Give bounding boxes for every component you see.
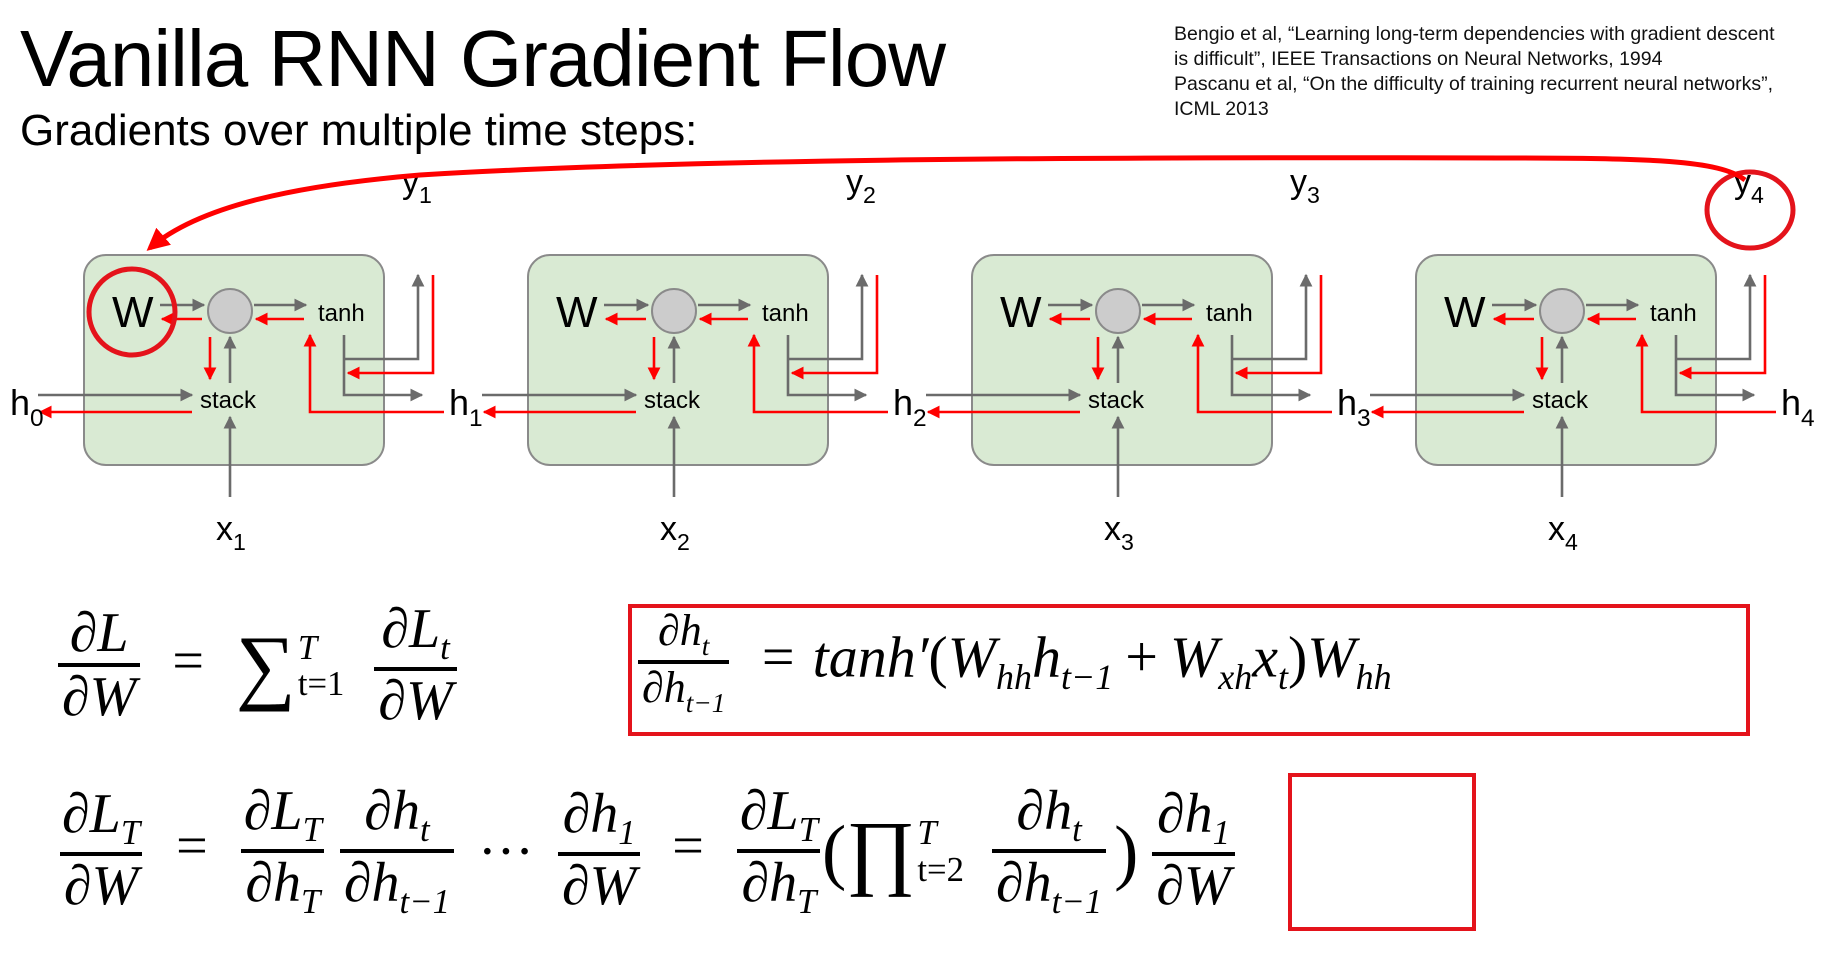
stack-label: stack — [1532, 387, 1589, 414]
citation-line: Bengio et al, “Learning long-term depend… — [1174, 23, 1775, 45]
weight-label: W — [1444, 288, 1486, 337]
fraction-dLT-dW: ∂LT ∂W — [58, 785, 144, 917]
highlight-box-local-jacobian — [628, 604, 1750, 736]
product-symbol: ∏ — [846, 805, 916, 898]
citation-line: is difficult”, IEEE Transactions on Neur… — [1174, 48, 1663, 70]
input-label: x1 — [216, 510, 246, 555]
stack-label: stack — [644, 387, 701, 414]
equals-sign: = — [672, 815, 704, 878]
backward-arrow — [790, 275, 879, 380]
fraction-dLT-dhT: ∂LT ∂hT — [736, 782, 822, 921]
equals-sign: = — [761, 624, 795, 690]
backward-arrow — [346, 275, 435, 380]
stack-label: stack — [200, 387, 257, 414]
fraction-dLT-dhT: ∂LT ∂hT — [240, 782, 326, 921]
forward-arrow — [342, 335, 424, 402]
backward-arrow — [1678, 275, 1767, 380]
stack-label: stack — [1088, 387, 1145, 414]
highlight-circle-weight — [86, 266, 178, 358]
output-label: y1 — [402, 163, 432, 208]
weight-label: W — [112, 288, 154, 337]
forward-arrow — [1230, 335, 1312, 402]
rnn-cell — [971, 254, 1273, 466]
backward-arrow — [1191, 333, 1332, 414]
backward-arrow — [303, 333, 444, 414]
gradient-path-arrow — [146, 155, 1747, 251]
forward-arrow — [788, 273, 869, 361]
citation-line: ICML 2013 — [1174, 98, 1269, 120]
slide-title: Vanilla RNN Gradient Flow — [20, 14, 946, 103]
matmul-node — [207, 288, 253, 334]
tanh-label: tanh — [1206, 300, 1253, 327]
fraction-dht-dht-1: ∂ht ∂ht−1 — [638, 607, 730, 718]
rnn-cell — [1415, 254, 1717, 466]
matmul-node — [651, 288, 697, 334]
backward-arrow — [1635, 333, 1776, 414]
input-label: x2 — [660, 510, 690, 555]
fraction-dL-dW: ∂L ∂W — [58, 604, 141, 728]
fraction-dht-dht-1-boxed: ∂ht ∂ht−1 — [992, 782, 1107, 921]
output-label: y3 — [1290, 163, 1320, 208]
forward-arrow — [344, 273, 425, 361]
highlight-box-jacobian-product-term — [1288, 773, 1476, 931]
citation-line: Pascanu et al, “On the difficulty of tra… — [1174, 73, 1774, 95]
rnn-cell — [527, 254, 829, 466]
rnn-cell — [83, 254, 385, 466]
output-label: y2 — [846, 163, 876, 208]
input-label: x3 — [1104, 510, 1134, 555]
backward-arrow — [1234, 275, 1323, 380]
matmul-node — [1095, 288, 1141, 334]
forward-arrow — [786, 335, 868, 402]
forward-arrow — [1674, 335, 1756, 402]
tanh-label: tanh — [762, 300, 809, 327]
fraction-dh1-dW: ∂h1 ∂W — [1152, 785, 1235, 917]
equals-sign: = — [176, 815, 208, 878]
equals-sign: = — [172, 629, 204, 692]
hidden-state-label: h4 — [1781, 382, 1815, 432]
equation-local-jacobian: ∂ht ∂ht−1 =tanh′(Whhht−1+Wxhxt)Whh — [638, 607, 1392, 718]
matmul-node — [1539, 288, 1585, 334]
hidden-state-label: h0 — [10, 382, 44, 432]
highlight-circle-output — [1704, 169, 1796, 251]
fraction-dht-dht-1: ∂ht ∂ht−1 — [339, 782, 454, 921]
tanh-label: tanh — [1650, 300, 1697, 327]
weight-label: W — [1000, 288, 1042, 337]
forward-arrow — [1232, 273, 1313, 361]
tanh-label: tanh — [318, 300, 365, 327]
slide-subtitle: Gradients over multiple time steps: — [20, 106, 698, 155]
hidden-state-label: h1 — [449, 382, 483, 432]
hidden-state-label: h2 — [893, 382, 927, 432]
weight-label: W — [556, 288, 598, 337]
equation-chain-rule: ∂LT ∂W = ∂LT ∂hT ∂ht ∂ht−1 ··· ∂h1 ∂W = … — [58, 782, 1235, 921]
backward-arrow — [747, 333, 888, 414]
ellipsis: ··· — [477, 820, 534, 883]
fraction-dh1-dW: ∂h1 ∂W — [557, 785, 641, 917]
fraction-dLt-dW: ∂Lt ∂W — [374, 600, 457, 732]
input-label: x4 — [1548, 510, 1578, 555]
forward-arrow — [1676, 273, 1757, 361]
sum-symbol: ∑ — [235, 619, 296, 713]
citation-block: Bengio et al, “Learning long-term depend… — [1174, 22, 1842, 122]
hidden-state-label: h3 — [1337, 382, 1371, 432]
